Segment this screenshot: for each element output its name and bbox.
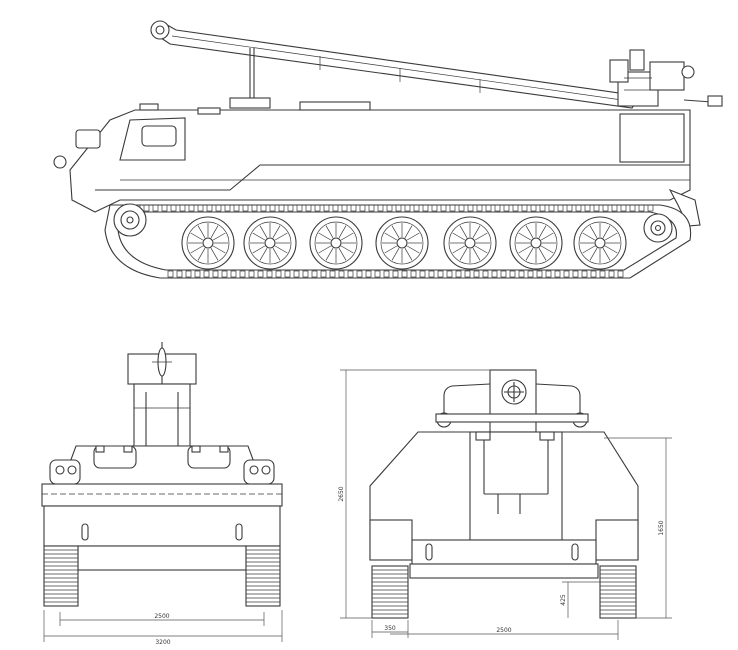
road-wheel — [509, 216, 563, 270]
rear-height-total-label: 2650 — [338, 486, 345, 501]
rear-view: 2650 1650 425 350 2500 — [338, 369, 672, 640]
road-wheels — [181, 216, 627, 270]
road-wheel — [573, 216, 627, 270]
front-view: 2500 3200 — [41, 342, 283, 646]
rear-track-width-label: 350 — [384, 625, 396, 632]
rear-height-body-label: 1650 — [658, 520, 665, 535]
rear-right-track — [599, 565, 637, 619]
road-wheel — [181, 216, 235, 270]
front-overall-width-label: 3200 — [155, 639, 170, 646]
hull — [53, 101, 701, 227]
track — [104, 203, 692, 279]
rear-track-gauge-label: 2500 — [496, 627, 511, 634]
side-view — [53, 20, 723, 279]
crane-boom — [150, 20, 641, 109]
road-wheel — [309, 216, 363, 270]
rear-ground-clearance-label: 425 — [560, 594, 567, 606]
front-left-track — [43, 545, 79, 607]
track-teeth — [125, 204, 654, 278]
front-track-gauge-label: 2500 — [154, 613, 169, 620]
road-wheel — [375, 216, 429, 270]
road-wheel — [243, 216, 297, 270]
rear-left-track — [371, 565, 409, 619]
winch-assembly — [609, 49, 723, 107]
front-right-track — [245, 545, 281, 607]
road-wheel — [443, 216, 497, 270]
